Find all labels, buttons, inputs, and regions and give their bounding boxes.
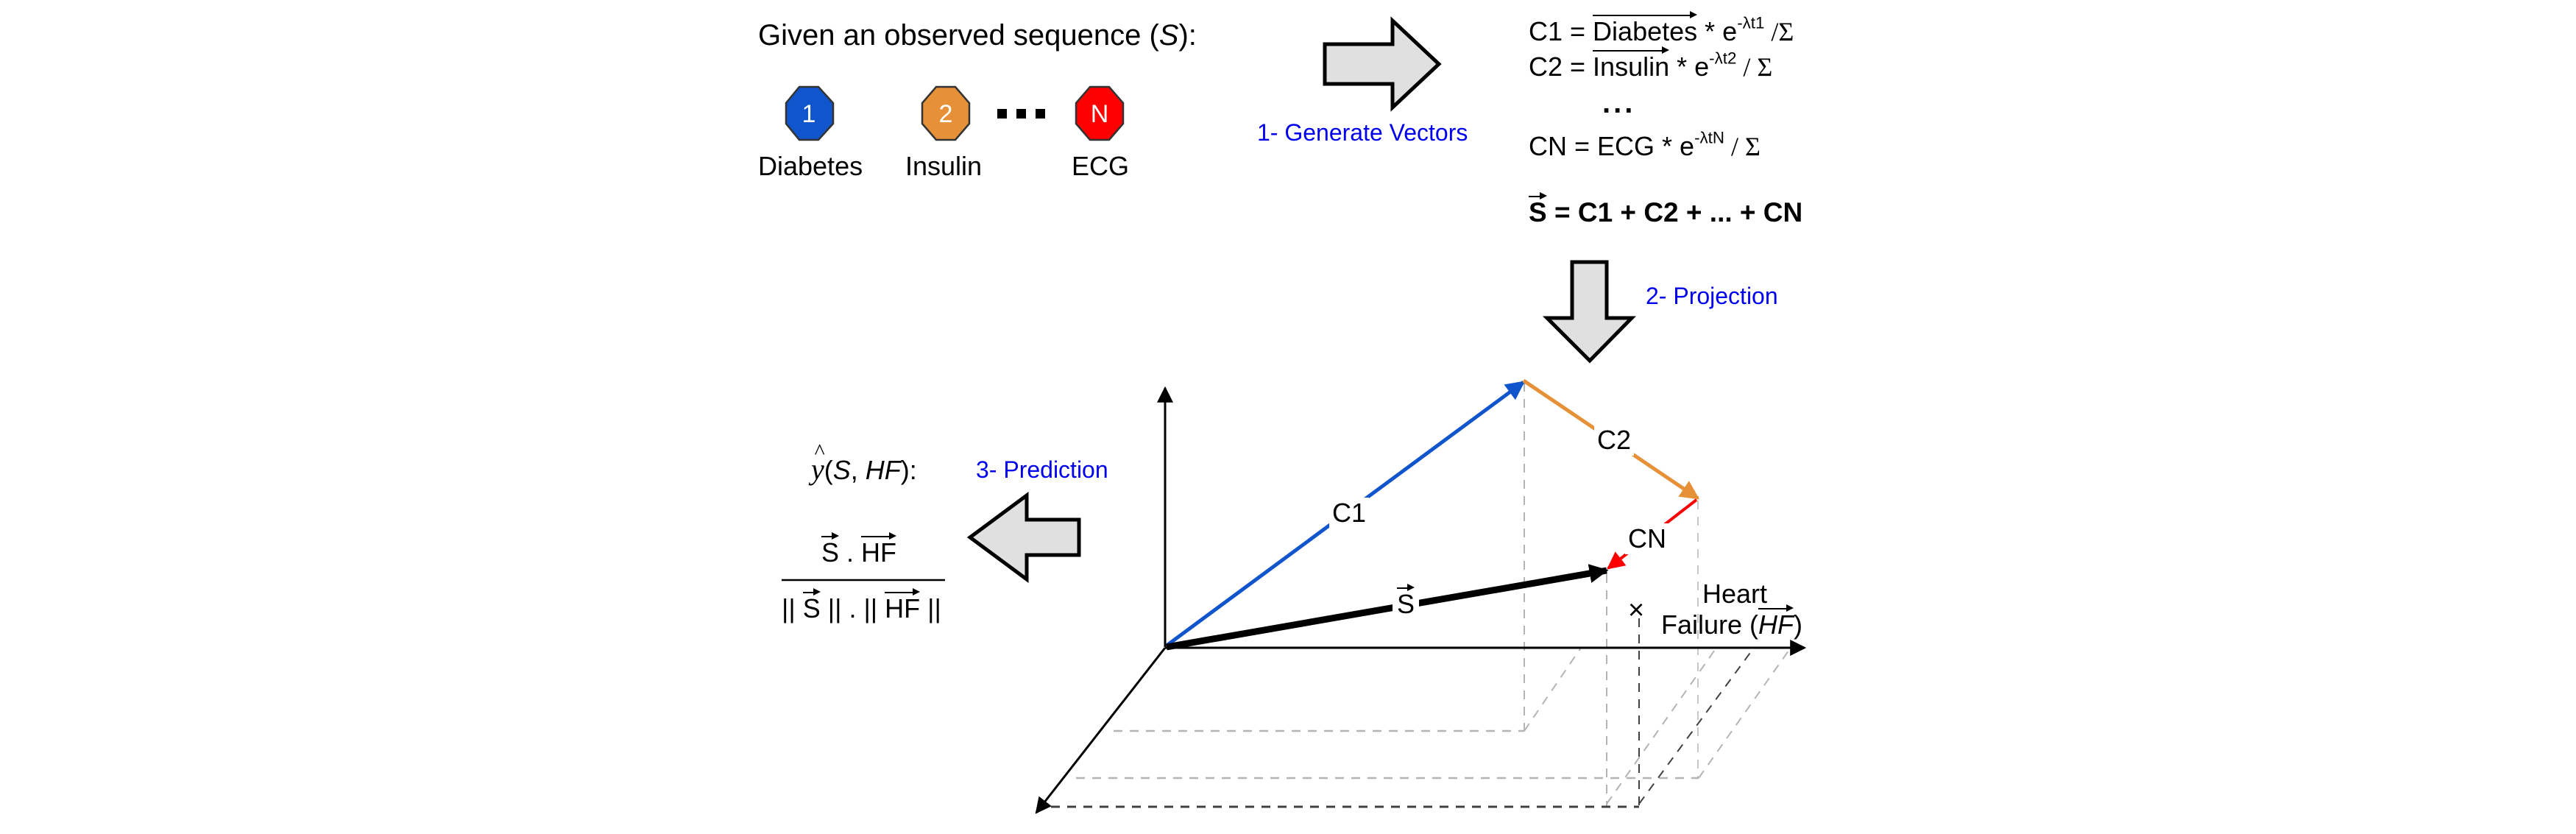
eq-c2-mid: * e xyxy=(1669,52,1710,82)
axes xyxy=(1035,386,1807,814)
equation-ellipsis: ... xyxy=(1602,87,1636,119)
guide-c1-diagonal xyxy=(1524,647,1582,732)
axis-label-heart: Heart xyxy=(1702,579,1768,609)
vector-label-s: S xyxy=(1393,584,1420,620)
yhat-open: ( xyxy=(824,455,833,485)
axis-label-hf-vector: HF xyxy=(1758,604,1794,640)
numerator-hf-vector: HF xyxy=(861,532,897,568)
numerator-dot: . xyxy=(839,537,862,568)
projection-point-marker: × xyxy=(1628,595,1645,626)
eq-c2-vector: Insulin xyxy=(1593,46,1670,82)
vector-label-c2: C2 xyxy=(1594,425,1635,456)
step3-label: 3- Prediction xyxy=(976,456,1108,483)
eq-c1-exponent: -λt1 xyxy=(1737,13,1765,32)
vector-s xyxy=(1166,564,1609,651)
event-index-2: 2 xyxy=(938,100,953,128)
yhat-symbol: y xyxy=(811,453,824,486)
vector-label-cn: CN xyxy=(1625,523,1669,554)
yhat-comma: , xyxy=(850,455,866,485)
projection-arrow xyxy=(1542,260,1636,364)
step1-label: 1- Generate Vectors xyxy=(1257,119,1468,146)
vectors xyxy=(1165,378,1700,651)
eq-c1-mid: * e xyxy=(1697,16,1738,46)
eq-c1-tail: /Σ xyxy=(1764,17,1794,46)
prediction-arrow xyxy=(966,492,1081,583)
eq-cn-lhs: CN = ECG * e xyxy=(1529,131,1695,161)
intro-title-variable: S xyxy=(1158,19,1179,52)
projection-guides xyxy=(1051,383,1791,808)
z-axis xyxy=(1035,647,1167,814)
denominator-s-vector: S xyxy=(802,588,821,623)
denominator-hf-vector: HF xyxy=(885,588,921,623)
guide-s-diagonal xyxy=(1606,647,1717,805)
guide-point-diagonal xyxy=(1638,647,1755,805)
yhat: y^ xyxy=(811,439,824,486)
eq-cn-exponent: -λtN xyxy=(1694,128,1724,147)
eq-sum-s-vector: S xyxy=(1529,192,1547,227)
eq-c2-tail: / Σ xyxy=(1736,52,1773,82)
yhat-close: ): xyxy=(900,455,917,485)
numerator-s-vector: S xyxy=(821,532,840,568)
yhat-arg-hf: HF xyxy=(865,455,901,485)
prediction-heading: y^(S, HF): xyxy=(811,439,917,487)
eq-c2-exponent: -λt2 xyxy=(1709,49,1737,68)
axis-label-failure-suffix: ) xyxy=(1794,609,1803,640)
vector-label-c1: C1 xyxy=(1329,498,1370,529)
ellipsis-dot xyxy=(1016,109,1026,119)
eq-c2-lhs: C2 = xyxy=(1529,52,1593,82)
intro-title-suffix: ): xyxy=(1178,19,1197,52)
ellipsis-dot xyxy=(997,109,1007,119)
denominator-mid: || . || xyxy=(820,593,885,623)
event-badge-insulin xyxy=(921,85,971,141)
equation-c1: C1 = Diabetes * e-λt1 /Σ xyxy=(1529,11,1794,47)
eq-c1-vector: Diabetes xyxy=(1593,11,1698,46)
equation-c2: C2 = Insulin * e-λt2 / Σ xyxy=(1529,46,1773,82)
yhat-arg-s: S xyxy=(832,455,851,485)
prediction-numerator: S . HF xyxy=(821,532,897,568)
vector-label-s-text: S xyxy=(1397,584,1415,619)
event-octagons xyxy=(785,85,1125,141)
event-label-diabetes: Diabetes xyxy=(758,151,863,181)
denominator-open: || xyxy=(782,593,803,623)
intro-title-prefix: Given an observed sequence ( xyxy=(758,19,1159,52)
equation-sum: S = C1 + C2 + ... + CN xyxy=(1529,192,1803,228)
step2-label: 2- Projection xyxy=(1646,283,1778,309)
guide-c2-diagonal xyxy=(1698,647,1791,779)
eq-sum-rhs: = C1 + C2 + ... + CN xyxy=(1546,197,1803,227)
prediction-denominator: || S || . || HF || xyxy=(782,588,941,624)
event-badge-ecg xyxy=(1075,85,1125,141)
event-badge-diabetes xyxy=(785,85,835,141)
generate-vectors-arrow xyxy=(1323,16,1442,112)
equation-cn: CN = ECG * e-λtN / Σ xyxy=(1529,128,1761,162)
hat-mark: ^ xyxy=(814,439,824,464)
event-label-insulin: Insulin xyxy=(905,151,983,181)
intro-title: Given an observed sequence (S): xyxy=(758,19,1197,52)
eq-cn-tail: / Σ xyxy=(1724,132,1761,161)
eq-c1-lhs: C1 = xyxy=(1529,16,1593,46)
event-label-ecg: ECG xyxy=(1072,151,1130,181)
axis-label-failure: Failure (HF) xyxy=(1661,604,1803,640)
axis-label-failure-prefix: Failure ( xyxy=(1661,609,1759,640)
event-index-1: 1 xyxy=(802,100,816,128)
denominator-close: || xyxy=(920,593,941,623)
event-index-n: N xyxy=(1090,100,1109,128)
ellipsis-dot xyxy=(1036,109,1045,119)
